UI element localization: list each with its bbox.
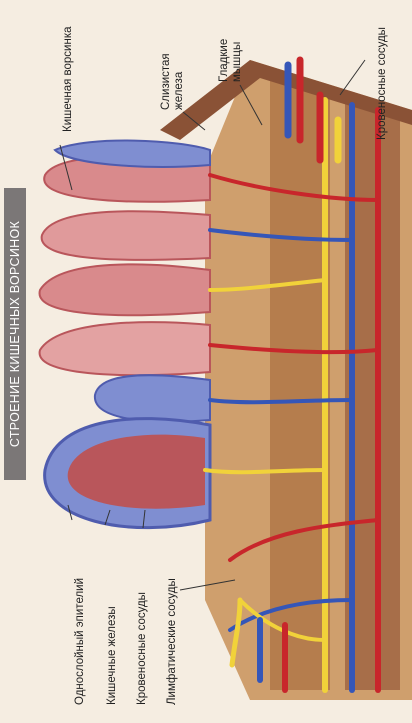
villus-3 bbox=[40, 264, 210, 315]
muscle-layer bbox=[270, 75, 330, 690]
villus-4 bbox=[40, 322, 210, 375]
label-smooth-muscles-line-2: мышцы bbox=[231, 39, 244, 82]
label-blood-vessels-bottom: Кровеносные сосуды bbox=[136, 592, 149, 705]
label-mucous-gland-line-1: Слизистая bbox=[160, 53, 173, 110]
label-intestinal-villus: Кишечная ворсинка bbox=[62, 27, 75, 133]
label-lymphatic-vessels: Лимфатические сосуды bbox=[166, 578, 179, 705]
lymph-branch-2 bbox=[205, 470, 325, 472]
villus-2 bbox=[42, 211, 210, 260]
leader-vessels-top bbox=[340, 60, 365, 95]
label-intestinal-glands: Кишечные железы bbox=[106, 606, 119, 705]
label-smooth-muscles-line-1: Гладкие bbox=[218, 39, 231, 82]
villi-group bbox=[40, 141, 210, 528]
label-single-layer-epithelium: Однослойный эпителий bbox=[74, 578, 87, 705]
label-blood-vessels-top: Кровеносные сосуды bbox=[376, 27, 389, 140]
diagram-title: СТРОЕНИЕ КИШЕЧНЫХ ВОРСИНОК bbox=[4, 188, 26, 480]
label-mucous-gland: Слизистая железа bbox=[160, 53, 186, 110]
label-mucous-gland-line-2: железа bbox=[173, 53, 186, 110]
vein-branch-2 bbox=[210, 400, 352, 402]
villus-5-cut bbox=[95, 375, 210, 422]
label-smooth-muscles: Гладкие мышцы bbox=[218, 39, 244, 82]
